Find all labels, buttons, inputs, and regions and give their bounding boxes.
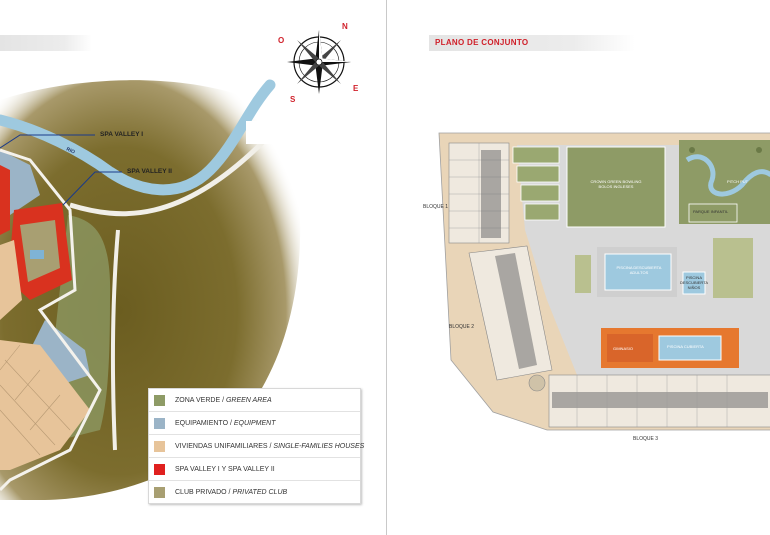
adult-pool — [604, 253, 672, 291]
bloque-2-parking — [495, 253, 537, 369]
crown-green — [566, 146, 666, 228]
left-header-bar — [0, 35, 92, 51]
site-plan-page: PLANO DE CONJUNTO — [386, 0, 770, 535]
label-bloque-1: BLOQUE 1 — [423, 204, 449, 210]
legend-label-en: PRIVATED CLUB — [232, 489, 288, 496]
road-east — [69, 138, 267, 217]
label-parque-infantil: PARQUE INFANTIL — [693, 209, 729, 214]
compass-s: S — [290, 95, 296, 104]
legend-label-es: ZONA VERDE / — [175, 396, 225, 404]
gym-interior — [607, 334, 653, 362]
map-blank-box — [246, 121, 274, 144]
legend-label-es: SPA VALLEY I Y SPA VALLEY II — [175, 465, 275, 473]
legend-swatch-green — [154, 394, 165, 406]
kids-pool-line-2: DESCUBIERTA — [679, 279, 709, 285]
spa-valley-1 — [0, 165, 10, 235]
green-strip — [524, 203, 560, 221]
legend-swatch-houses — [154, 440, 165, 452]
compass-rose: N O S E — [278, 20, 359, 105]
playground — [688, 203, 738, 223]
label-kids-pool: PISCINA DESCUBIERTA NIÑOS — [679, 275, 709, 290]
location-map-page: SPA VALLEY I SPA VALLEY II RIO N O S E Z… — [0, 20, 365, 504]
map-legend: ZONA VERDE / GREEN AREA EQUIPAMIENTO / E… — [148, 388, 364, 504]
legend-row-houses: VIVIENDAS UNIFAMILIARES / SINGLE-FAMILIE… — [149, 435, 364, 458]
legend-swatch-club — [154, 487, 165, 498]
crown-green-line-1: CROWN GREEN BOWLING — [590, 179, 642, 184]
green-strip — [512, 146, 560, 164]
label-crown-green: CROWN GREEN BOWLING BOLOS INGLESES — [581, 179, 651, 190]
legend-row-club: CLUB PRIVADO / PRIVATED CLUB — [149, 481, 360, 504]
compass-icon — [287, 30, 351, 94]
kids-pool — [682, 271, 706, 295]
houses-zone-south — [0, 340, 90, 470]
compass-n: N — [342, 22, 348, 31]
houses-zone-north — [0, 240, 22, 320]
indoor-pool — [658, 335, 722, 361]
label-indoor-pool: PISCINA CUBIERTA — [667, 344, 704, 349]
green-strip — [520, 184, 560, 202]
green-strip — [516, 165, 560, 183]
site-plan — [438, 132, 770, 431]
compass-o: O — [278, 36, 285, 45]
label-pitch-putt: PITCH PUT — [727, 179, 749, 184]
roundabout — [528, 374, 546, 392]
crown-green-line-2: BOLOS INGLESES — [598, 183, 634, 189]
page-title: PLANO DE CONJUNTO — [435, 38, 529, 47]
legend-row-spa: SPA VALLEY I Y SPA VALLEY II — [149, 458, 360, 481]
equipment-zone-south — [30, 320, 90, 385]
legend-swatch-spa — [154, 463, 165, 475]
adult-pool-line-2: ADULTOS — [629, 269, 649, 275]
label-spa-valley-2: SPA VALLEY II — [127, 168, 172, 175]
legend-row-green: ZONA VERDE / GREEN AREA — [149, 389, 360, 412]
adult-pool-line-1: PISCINA DESCUBIERTA — [616, 265, 662, 270]
perimeter-road — [0, 148, 102, 492]
legend-row-equipment: EQUIPAMIENTO / EQUIPMENT — [149, 412, 360, 435]
compass-e: E — [353, 84, 359, 93]
label-gimnasio: GIMNASIO — [613, 346, 634, 351]
label-adult-pool: PISCINA DESCUBIERTA ADULTOS — [613, 265, 665, 276]
bloque-1-parking — [481, 150, 501, 238]
right-header-bar — [429, 35, 635, 51]
legend-label-en: GREEN AREA — [225, 396, 272, 404]
legend-label-en: SINGLE-FAMILIES HOUSES — [273, 442, 365, 450]
kids-pool-line-3: NIÑOS — [687, 284, 701, 290]
club-pool — [30, 250, 44, 259]
pitch-putt-water — [685, 154, 770, 197]
leader-line-spa-2 — [62, 171, 122, 206]
legend-label-es: EQUIPAMIENTO / — [175, 419, 232, 427]
legend-label-es: VIVIENDAS UNIFAMILIARES / — [175, 442, 272, 450]
label-bloque-2: BLOQUE 2 — [449, 324, 475, 330]
legend-label-en: EQUIPMENT — [233, 419, 276, 427]
label-bloque-3: BLOQUE 3 — [633, 436, 659, 442]
road-south — [111, 229, 120, 451]
bloque-3-parking — [552, 392, 768, 408]
legend-swatch-equipment — [154, 417, 165, 429]
kids-pool-line-1: PISCINA — [685, 275, 702, 280]
label-spa-valley-1: SPA VALLEY I — [100, 131, 144, 138]
river — [0, 79, 276, 196]
leader-line-spa-1 — [0, 134, 95, 149]
legend-label-es: CLUB PRIVADO / — [175, 489, 231, 496]
